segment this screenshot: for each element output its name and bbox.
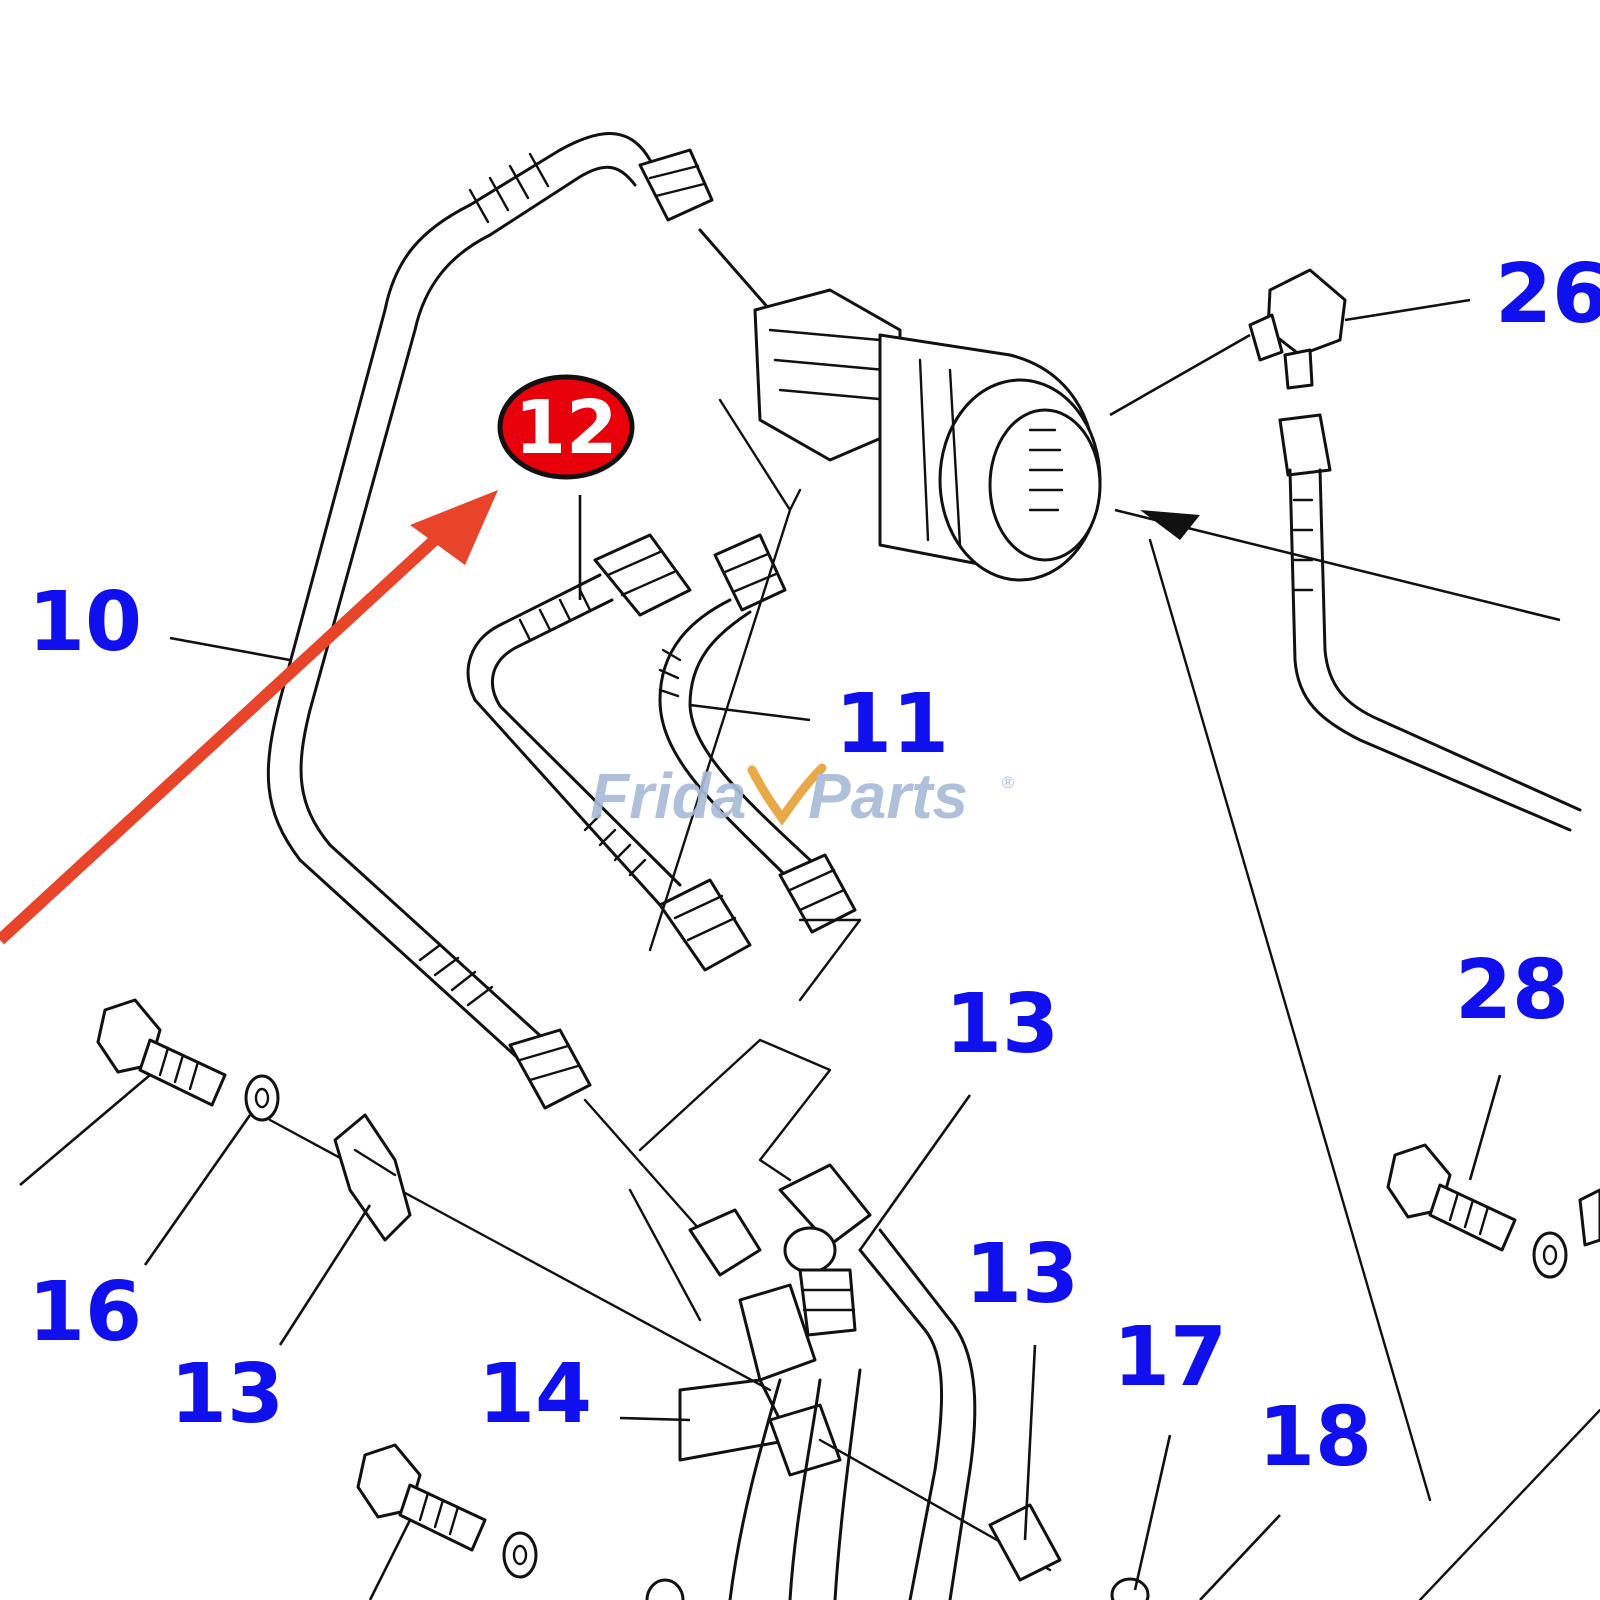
watermark-text-left: Frida — [590, 760, 746, 832]
callout-16: 16 — [28, 1265, 142, 1360]
pipe-10 — [266, 132, 714, 1232]
clamp-13-left — [333, 1113, 412, 1242]
pipe-right — [1278, 413, 1582, 832]
motor-assembly — [648, 228, 1561, 1502]
washer-right — [1532, 1188, 1600, 1279]
highlight-label: 12 — [515, 385, 618, 471]
highlight-badge-12: 12 — [497, 374, 635, 480]
pointer-arrow — [0, 490, 498, 945]
leader-lines — [169, 495, 1281, 1600]
callout-13-mid: 13 — [965, 1227, 1079, 1322]
watermark: Frida Parts ® — [590, 760, 1016, 832]
washer-lower — [502, 1531, 685, 1600]
watermark-registered-mark: ® — [1000, 773, 1016, 792]
callout-18: 18 — [1258, 1390, 1372, 1485]
bolt-lower-left — [356, 1443, 487, 1600]
clamp-assembly — [268, 1038, 1052, 1600]
washer-16 — [143, 1074, 280, 1266]
clamp-17-18 — [988, 1408, 1600, 1600]
callout-11: 11 — [835, 677, 949, 772]
bolt-28 — [1386, 1074, 1517, 1252]
callout-17: 17 — [1113, 1310, 1227, 1405]
callout-26: 26 — [1495, 247, 1600, 342]
callout-numbers: 26 10 11 28 13 13 16 13 14 17 18 — [28, 247, 1600, 1485]
callout-10: 10 — [28, 575, 142, 670]
callout-28: 28 — [1455, 943, 1569, 1038]
hose-11 — [658, 533, 857, 934]
bolt-upper-left — [19, 998, 227, 1186]
fitting-26 — [1109, 268, 1471, 417]
callout-13-left: 13 — [170, 1347, 284, 1442]
watermark-text-right: Parts — [808, 760, 968, 832]
callout-14: 14 — [478, 1347, 592, 1442]
callout-13-upper: 13 — [945, 977, 1059, 1072]
hose-12 — [466, 533, 752, 972]
